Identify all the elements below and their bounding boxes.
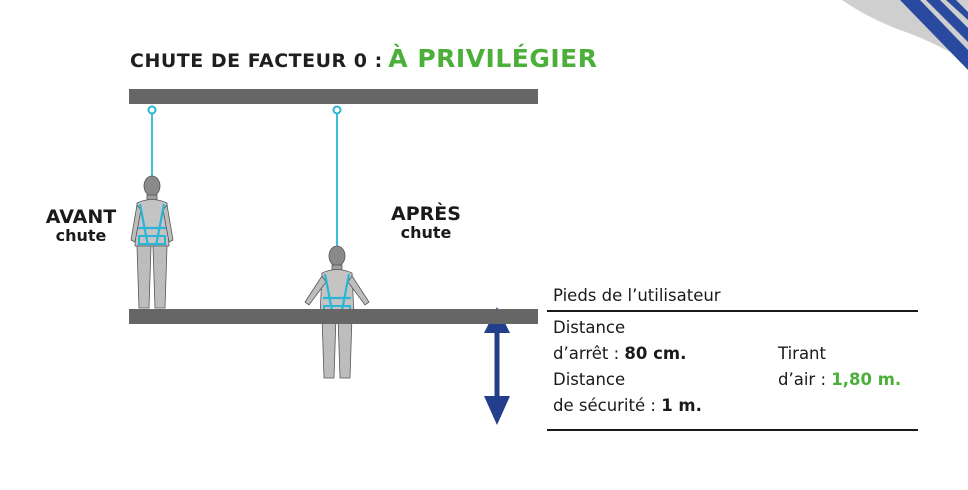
feet-label: Pieds de l’utilisateur <box>553 286 721 305</box>
safety-line1: Distance <box>553 370 626 389</box>
arrest-distance: Distance d’arrêt : 80 cm. Distance de sé… <box>553 315 702 419</box>
clearance-line2: d’air : 1,80 m. <box>778 370 902 389</box>
top-anchor-beam <box>129 89 538 104</box>
label-before-fall: AVANT chute <box>40 206 122 245</box>
label-after-fall: APRÈS chute <box>385 203 467 242</box>
safety-line2: de sécurité : 1 m. <box>553 396 702 415</box>
lanyard-right <box>332 105 342 248</box>
person-after-fall <box>304 245 370 379</box>
bottom-line <box>547 429 918 431</box>
arrest-value: 80 cm. <box>624 344 687 363</box>
person-before-fall <box>130 175 174 309</box>
label-after-main: APRÈS <box>391 203 461 225</box>
corner-logo-decoration <box>842 0 968 70</box>
safety-value: 1 m. <box>661 396 702 415</box>
label-after-sub: chute <box>400 222 452 242</box>
distance-double-arrow <box>484 307 510 425</box>
lanyard-left <box>147 105 157 178</box>
lower-platform-beam <box>129 309 538 324</box>
label-before-sub: chute <box>55 225 107 245</box>
clearance-line1: Tirant <box>778 344 826 363</box>
clearance-value: 1,80 m. <box>831 370 902 389</box>
feet-line <box>547 310 918 312</box>
arrest-line2: d’arrêt : 80 cm. <box>553 344 687 363</box>
title-lead: CHUTE DE FACTEUR 0 : <box>130 50 383 72</box>
page-title: CHUTE DE FACTEUR 0 : À PRIVILÉGIER <box>130 44 598 73</box>
label-before-main: AVANT <box>45 206 117 228</box>
title-emphasis: À PRIVILÉGIER <box>388 44 598 73</box>
clearance: Tirant d’air : 1,80 m. <box>778 341 901 393</box>
arrest-line1: Distance <box>553 318 626 337</box>
